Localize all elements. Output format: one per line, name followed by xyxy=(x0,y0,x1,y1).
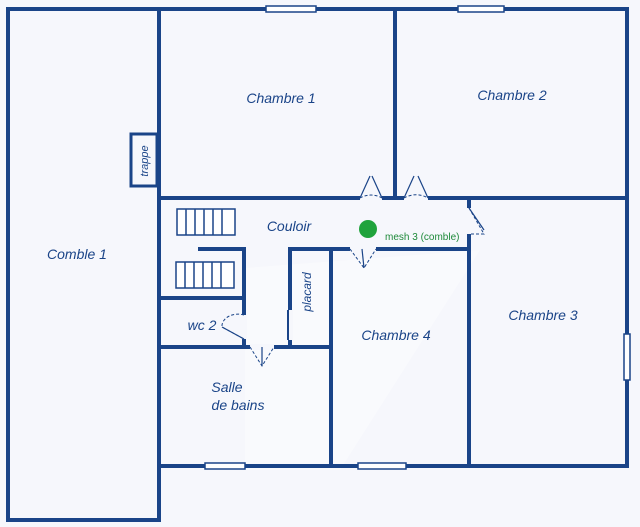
label-salle-line2: de bains xyxy=(212,397,265,413)
door-chambre4 xyxy=(349,248,377,269)
stairs-lower xyxy=(175,261,235,289)
window-chambre3 xyxy=(623,333,631,381)
label-wc2: wc 2 xyxy=(188,317,217,333)
label-salle-line1: Salle xyxy=(211,379,242,395)
door-wc xyxy=(221,313,245,340)
wall-comble1 xyxy=(6,7,161,522)
window-salle xyxy=(204,462,246,470)
label-chambre2: Chambre 2 xyxy=(477,87,546,103)
stairs-upper xyxy=(176,208,236,236)
doors xyxy=(221,175,485,367)
label-trappe: trappe xyxy=(139,145,151,176)
trappe-box xyxy=(129,132,159,188)
door-chambre1 xyxy=(359,194,383,199)
label-chambre1: Chambre 1 xyxy=(246,90,315,106)
label-chambre4: Chambre 4 xyxy=(361,327,430,343)
mesh-label: mesh 3 (comble) xyxy=(385,232,459,243)
glare xyxy=(245,250,480,470)
label-couloir: Couloir xyxy=(267,218,313,234)
door-chambre2 xyxy=(403,194,429,199)
wall-stair-block xyxy=(157,247,246,300)
window-chambre4 xyxy=(357,462,407,470)
windows xyxy=(204,5,631,470)
label-placard: placard xyxy=(300,272,314,313)
label-comble1: Comble 1 xyxy=(47,246,107,262)
label-chambre3: Chambre 3 xyxy=(508,307,577,323)
door-chambre3 xyxy=(468,207,485,235)
window-chambre1 xyxy=(265,5,317,13)
mesh-marker-dot[interactable] xyxy=(359,220,377,238)
window-chambre2 xyxy=(457,5,505,13)
